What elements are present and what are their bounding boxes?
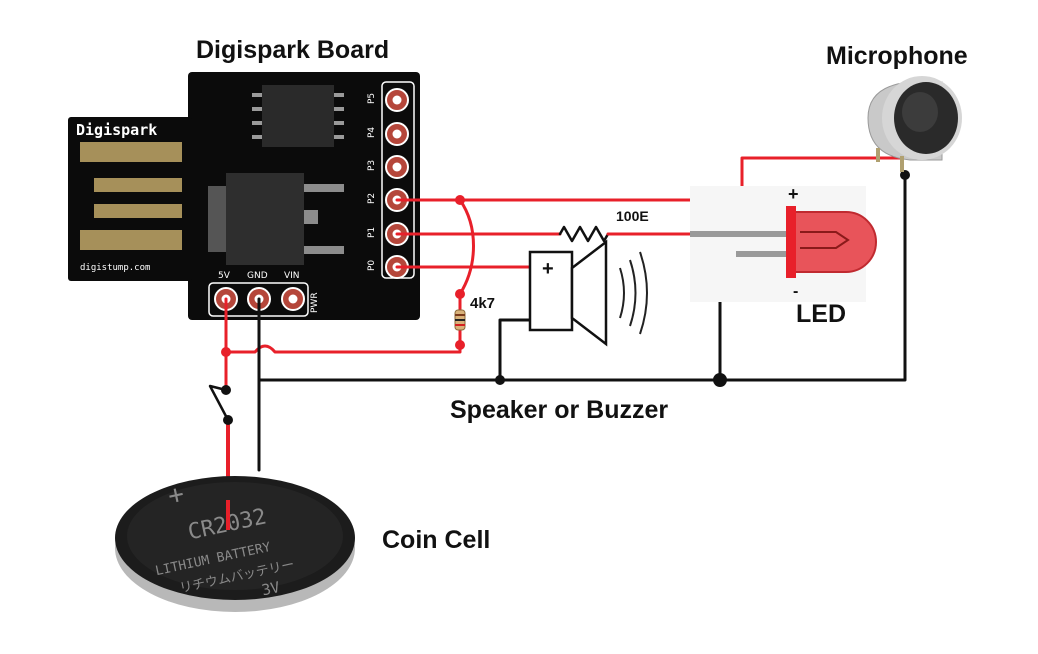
pin-label-p3: P3 [367,160,377,171]
pin-label-gnd: GND [247,271,268,281]
pin-label-p1: P1 [367,227,377,238]
junction-dot [713,373,727,387]
usb-contact [94,204,182,218]
usb-contact [80,230,182,250]
switch [208,384,230,422]
wire-p2-mic [395,156,907,202]
junction-dot [495,375,505,385]
board-title: Digispark Board [196,36,389,64]
voltage-regulator [226,173,304,265]
pwr-label: PWR [310,292,320,313]
board-url-text: digistump.com [80,263,150,273]
led-rim [786,206,796,278]
pin-label-p2: P2 [367,193,377,204]
junction-dot [455,340,465,350]
wire-p2-pullup [458,198,475,296]
speaker-body [528,250,574,332]
speaker-cone [570,239,608,347]
led-dome [789,211,877,273]
wire-gnd-rail [257,173,907,382]
regulator-leg [304,246,344,254]
pin-label-p4: P4 [367,127,377,138]
microcontroller-chip [262,85,334,147]
sound-wave [639,251,648,335]
coin-cell: + CR2032 LITHIUM BATTERY リチウムバッテリー 3V [115,476,355,612]
regulator-tab [208,186,228,252]
sound-wave [619,267,625,319]
led-minus-sign: - [793,283,798,300]
microphone [867,76,962,172]
wire-gnd-speaker [498,318,532,382]
speaker-title: Speaker or Buzzer [450,396,668,424]
speaker: + [528,239,648,347]
led-lead [736,251,786,257]
digispark-board: Digispark digistump.com [68,72,420,320]
chip-legs [252,93,344,139]
board-brand-text: Digispark [76,121,157,139]
resistor-100e-label: 100E [616,208,649,224]
resistor-4k7-label: 4k7 [470,295,495,312]
junction-dot [455,289,465,299]
led-title: LED [796,300,846,328]
pin-label-5v: 5V [218,271,231,281]
junction-dot [221,347,231,357]
pin-label-vin: VIN [284,271,300,281]
sound-wave [629,259,637,327]
microphone-title: Microphone [826,42,968,70]
junction-dot [221,385,231,395]
led-lead [690,231,786,237]
junction-dot [900,170,910,180]
pin-label-p0: P0 [367,260,377,271]
led-anode-frame [800,231,850,249]
battery-plus: + [165,479,187,512]
resistor-4k7 [454,309,466,331]
regulator-leg [304,210,318,224]
junction-dot [223,415,233,425]
pin-label-p5: P5 [367,93,377,104]
speaker-plus-sign: + [542,258,554,280]
usb-contact [80,142,182,162]
coin-cell-title: Coin Cell [382,526,490,554]
usb-contact [94,178,182,192]
resistor-100e [558,225,610,243]
led: + - [690,184,877,302]
led-plus-sign: + [788,184,799,204]
battery-voltage: 3V [260,578,281,599]
wire-5v-rail [224,297,462,354]
junction-dot [455,195,465,205]
regulator-leg [304,184,344,192]
usb-tab [68,117,192,281]
